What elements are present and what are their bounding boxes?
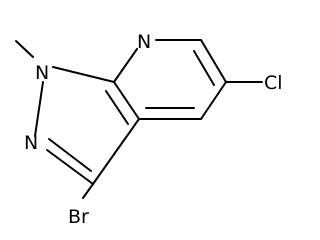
atom-n-pyridine: N — [137, 31, 151, 53]
bond-c6-c5 — [200, 39, 227, 83]
bond-n2-c3 — [46, 149, 94, 185]
bond-c3-c3a — [92, 118, 140, 185]
bond-c3-br — [82, 183, 94, 199]
bond-methyl-n1 — [15, 40, 34, 58]
bond-n1-c7a — [52, 66, 115, 83]
bond-c7a-n7 — [113, 48, 138, 83]
bond-c6-c5-double — [193, 50, 215, 86]
bond-n2-c3-double — [48, 138, 92, 172]
bond-c3a-c7a-double — [105, 90, 129, 125]
atom-chlorine: Cl — [264, 72, 283, 94]
bond-layer — [15, 39, 263, 199]
atom-n-methyl: N — [35, 62, 49, 84]
atom-bromine: Br — [68, 206, 89, 228]
atom-n-pyrazole: N — [24, 132, 38, 154]
atom-label-layer: N N N Cl Br — [24, 31, 283, 228]
bond-c3a-c7a — [113, 81, 140, 120]
bond-c5-c4 — [200, 81, 227, 120]
chemical-structure-diagram: N N N Cl Br — [15, 31, 283, 228]
bond-n1-n2 — [34, 81, 44, 137]
